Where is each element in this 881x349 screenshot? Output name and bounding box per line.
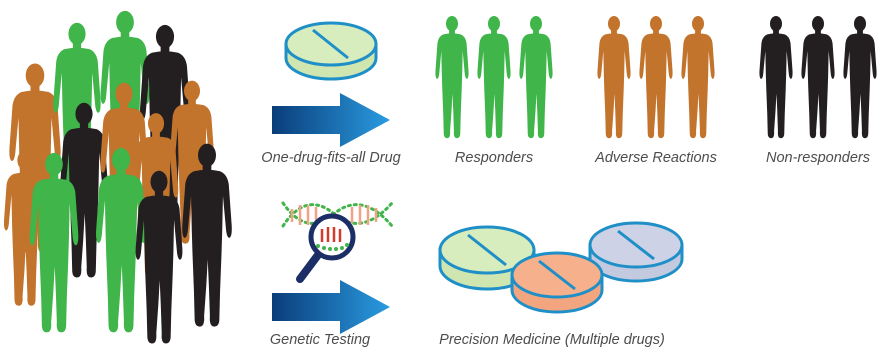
caption-precision-medicine: Precision Medicine (Multiple drugs) <box>439 332 665 348</box>
non-responders-group <box>759 15 877 139</box>
caption-genetic-testing: Genetic Testing <box>269 332 371 348</box>
arrow-bottom-icon <box>272 280 390 334</box>
caption-non-responders: Non-responders <box>766 150 870 166</box>
arrow-top-icon <box>272 93 390 147</box>
person-icon <box>681 15 715 139</box>
person-icon <box>477 15 511 139</box>
person-icon <box>759 15 793 139</box>
single-pill-icon <box>284 21 378 81</box>
caption-responders: Responders <box>454 150 534 166</box>
person-icon <box>801 15 835 139</box>
adverse-reactions-group <box>597 15 715 139</box>
patient-crowd <box>3 10 232 344</box>
caption-one-drug: One-drug-fits-all Drug <box>261 150 401 166</box>
dna-magnifier-icon <box>281 201 394 283</box>
orange-pill-icon <box>510 251 604 314</box>
person-icon <box>519 15 553 139</box>
blue-pill-icon <box>588 221 684 283</box>
person-icon <box>597 15 631 139</box>
caption-adverse-reactions: Adverse Reactions <box>595 150 717 166</box>
person-icon <box>435 15 469 139</box>
person-icon <box>843 15 877 139</box>
responders-group <box>435 15 553 139</box>
person-icon <box>639 15 673 139</box>
